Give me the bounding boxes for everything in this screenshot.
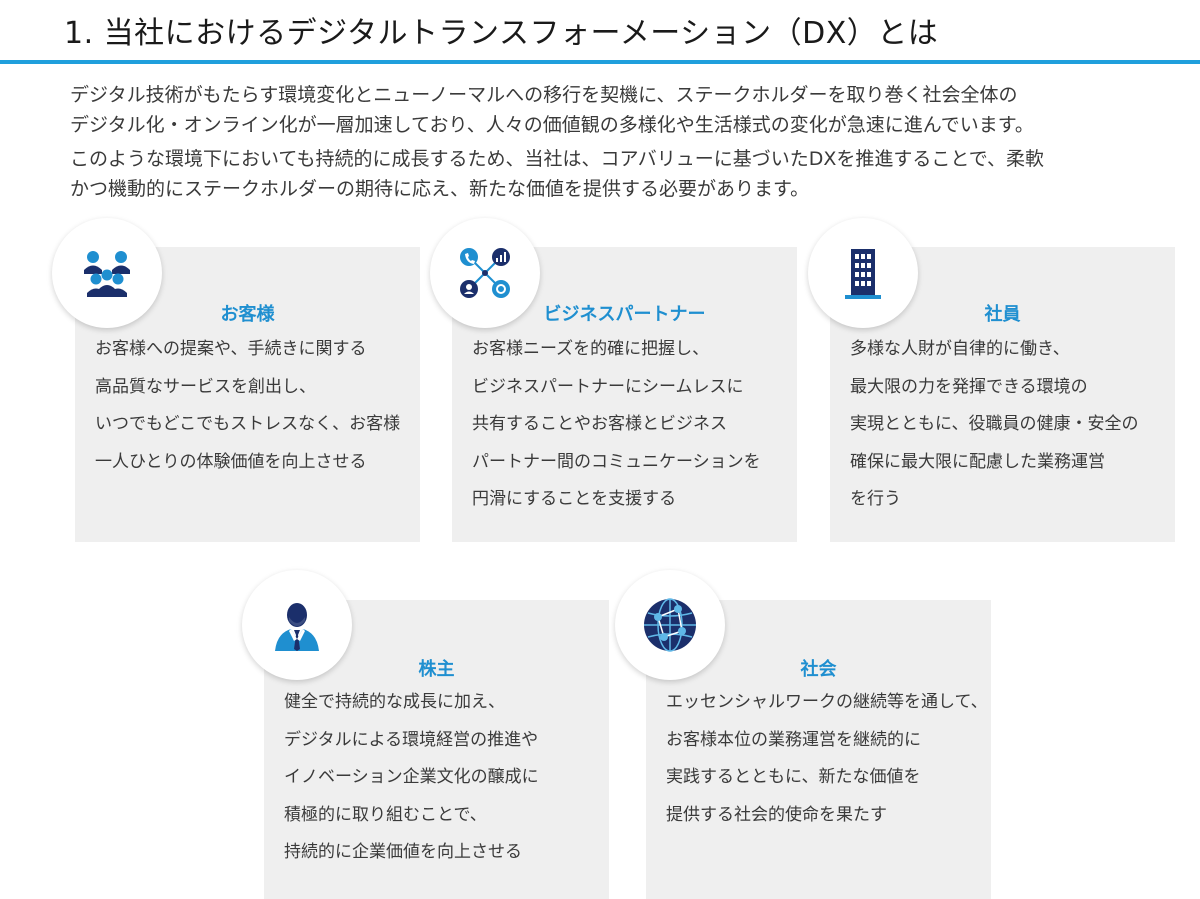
card-title: お客様 (220, 304, 275, 325)
intro-paragraph-1: デジタル技術がもたらす環境変化とニューノーマルへの移行を契機に、ステークホルダー… (70, 84, 1034, 136)
title-divider (0, 60, 1200, 64)
office-building-icon (808, 218, 918, 328)
card-description: 多様な人財が自律的に働き、 最大限の力を発揮できる環境の 実現とともに、役職員の… (850, 331, 1139, 519)
globe-network-icon (615, 570, 725, 680)
card-line: 共有することやお客様とビジネス (472, 414, 727, 434)
card-line: 実現とともに、役職員の健康・安全の (850, 414, 1139, 434)
card-line: 確保に最大限に配慮した業務運営 (850, 451, 1105, 472)
network-hub-icon (430, 218, 540, 328)
card-line: 健全で持続的な成長に加え、 (284, 692, 505, 712)
people-group-icon (52, 218, 162, 328)
card-line: 高品質なサービスを創出し、 (95, 376, 316, 397)
card-line: お客様本位の業務運営を継続的に (666, 729, 921, 750)
card-line: イノベーション企業文化の醸成に (284, 767, 539, 787)
intro-text: デジタル技術がもたらす環境変化とニューノーマルへの移行を契機に、ステークホルダー… (70, 80, 1190, 208)
card-line: 積極的に取り組むことで、 (284, 804, 487, 825)
card-line: パートナー間のコミュニケーションを (472, 451, 761, 472)
card-title: 社員 (984, 304, 1021, 325)
card-line: いつでもどこでもストレスなく、お客様 (95, 414, 401, 434)
card-title: 株主 (418, 659, 455, 680)
business-person-icon (242, 570, 352, 680)
card-line: 円滑にすることを支援する (472, 489, 677, 509)
card-line: エッセンシャルワークの継続等を通して、 (666, 692, 988, 712)
card-title: ビジネスパートナー (543, 304, 706, 325)
stakeholder-card-business-partners: ビジネスパートナー お客様ニーズを的確に把握し、 ビジネスパートナーにシームレス… (452, 247, 797, 542)
card-line: 実践するとともに、新たな価値を (666, 767, 921, 787)
card-line: 提供する社会的使命を果たす (666, 804, 887, 825)
card-line: 多様な人財が自律的に働き、 (850, 339, 1070, 359)
stakeholder-card-customers: お客様 お客様への提案や、手続きに関する 高品質なサービスを創出し、 いつでもど… (75, 247, 420, 542)
card-line: 持続的に企業価値を向上させる (284, 842, 522, 862)
card-line: お客様ニーズを的確に把握し、 (472, 339, 710, 359)
card-line: 最大限の力を発揮できる環境の (850, 376, 1088, 397)
card-line: デジタルによる環境経営の推進や (284, 729, 539, 750)
card-description: エッセンシャルワークの継続等を通して、 お客様本位の業務運営を継続的に 実践する… (666, 684, 988, 834)
card-description: お客様への提案や、手続きに関する 高品質なサービスを創出し、 いつでもどこでもス… (95, 331, 400, 481)
intro-paragraph-2: このような環境下においても持続的に成長するため、当社は、コアバリューに基づいたD… (70, 148, 1045, 200)
card-line: ビジネスパートナーにシームレスに (472, 376, 744, 397)
card-line: を行う (850, 489, 901, 509)
card-description: お客様ニーズを的確に把握し、 ビジネスパートナーにシームレスに 共有することやお… (472, 331, 761, 519)
page-title: 1. 当社におけるデジタルトランスフォーメーション（DX）とは (64, 16, 939, 51)
card-title: 社会 (800, 659, 837, 680)
card-line: お客様への提案や、手続きに関する (95, 339, 367, 359)
card-description: 健全で持続的な成長に加え、 デジタルによる環境経営の推進や イノベーション企業文… (284, 684, 539, 872)
card-line: 一人ひとりの体験価値を向上させる (95, 451, 367, 472)
